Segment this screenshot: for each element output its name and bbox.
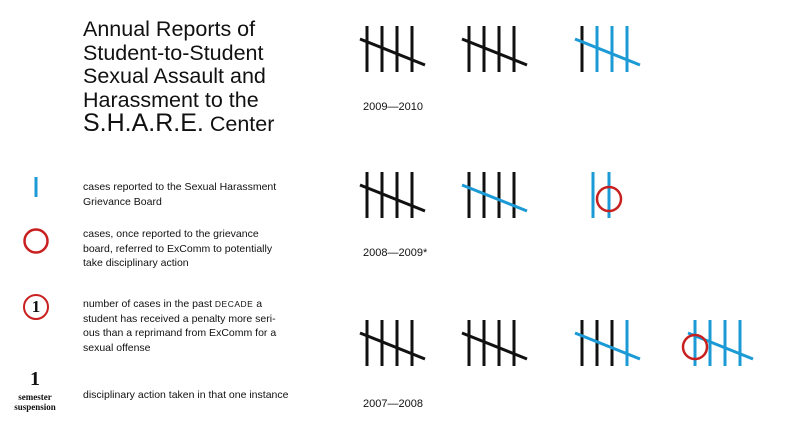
tally-slash: [461, 37, 528, 67]
year-label: 2009—2010: [363, 101, 423, 113]
year-label: 2008—2009*: [363, 247, 428, 259]
legend-line: number of cases in the past DECADE a: [83, 297, 276, 312]
excomm-referral-circle: [681, 333, 709, 361]
title-line: Harassment to the: [83, 87, 259, 112]
legend-line: cases reported to the Sexual Harassment: [83, 181, 277, 193]
red-circle-icon: [23, 228, 49, 254]
legend-line: sexual offense: [83, 341, 151, 354]
legend-line: take disciplinary action: [83, 257, 189, 269]
year-label: 2007—2008: [363, 398, 423, 410]
title-line: S.H.A.R.E. Center: [83, 109, 313, 137]
tally-slash: [359, 183, 426, 213]
tally-slash: [359, 331, 426, 361]
legend-line: ous than a reprimand from ExComm for a: [83, 327, 277, 339]
tally-slash: [574, 37, 641, 67]
title-line: Annual Reports of: [83, 17, 256, 41]
excomm-referral-circle: [595, 185, 623, 213]
legend-blue-line-text: cases reported to the Sexual Harassment …: [83, 180, 276, 209]
legend-text-part: a: [253, 298, 263, 310]
tally-slash: [687, 331, 754, 361]
numbered-circle-icon: 1: [23, 294, 49, 320]
suspension-label-line: semester: [18, 392, 52, 402]
tally-slash: [359, 37, 426, 67]
tally-slash: [574, 331, 641, 361]
title-line: Student-to-Student: [83, 40, 264, 65]
share-acronym: S.H.A.R.E.: [83, 109, 204, 137]
tally-slash: [461, 331, 528, 361]
decade-word: DECADE: [214, 299, 254, 309]
legend-red-circle-text: cases, once reported to the grievance bo…: [83, 227, 272, 271]
suspension-number: 1: [30, 368, 40, 390]
blue-line-icon: [34, 177, 38, 197]
tally-slash: [461, 183, 528, 213]
title-line: Sexual Assault and: [83, 64, 266, 88]
legend-numbered-circle-text: number of cases in the past DECADE a stu…: [83, 297, 276, 355]
title-center-word: Center: [203, 112, 275, 136]
legend-suspension-text: disciplinary action taken in that one in…: [83, 389, 289, 401]
legend-line: board, referred to ExComm to potentially: [83, 242, 273, 255]
legend-line: cases, once reported to the grievance: [83, 228, 259, 240]
suspension-label-line: suspension: [14, 402, 56, 412]
legend-line: student has received a penalty more seri…: [83, 312, 276, 325]
legend-text-part: number of cases in the past: [83, 298, 215, 310]
page-title: Annual Reports of Student-to-Student Sex…: [83, 17, 313, 137]
suspension-label: semester suspension: [0, 392, 70, 412]
legend-line: Grievance Board: [83, 195, 162, 208]
